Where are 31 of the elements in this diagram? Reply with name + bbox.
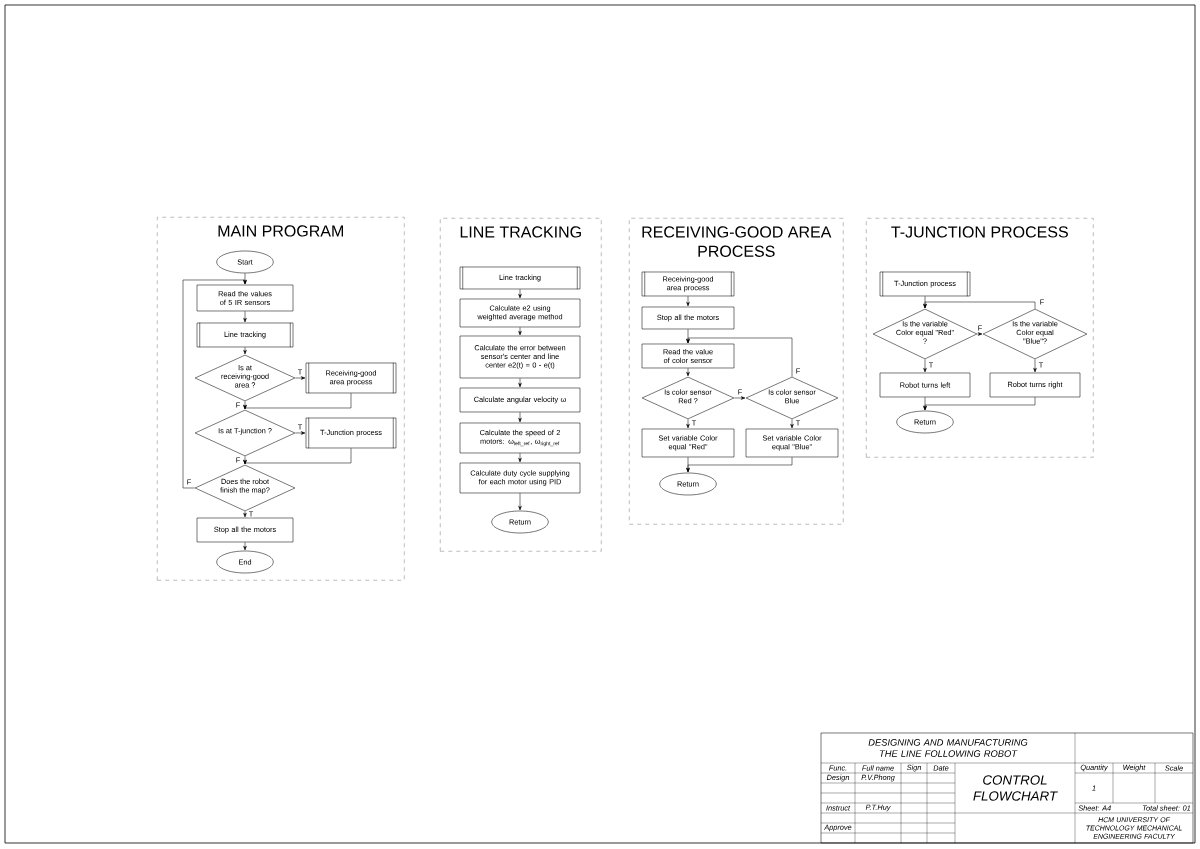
- arrow: [182, 279, 247, 489]
- arrow: [243, 311, 247, 323]
- arrow: [923, 301, 1036, 309]
- arrow: [518, 378, 522, 388]
- arrow: [923, 397, 1036, 411]
- arrow: [923, 359, 927, 373]
- title-block-text: DESIGNING AND MANUFACTURING THE LINE FOLLOWING ROBOT: [868, 739, 1028, 757]
- arrow: [686, 457, 793, 473]
- arrow: [518, 289, 522, 299]
- arrow: [243, 456, 247, 465]
- title-block-text: CONTROL FLOWCHART: [973, 775, 1058, 801]
- arrow: [686, 296, 690, 307]
- arrow: [686, 368, 690, 377]
- arrow: [518, 493, 522, 511]
- arrow: [686, 419, 690, 429]
- arrow: [243, 448, 352, 465]
- arrow: [734, 396, 746, 400]
- arrow: [295, 431, 306, 435]
- arrow: [243, 393, 352, 410]
- arrow: [1033, 359, 1037, 373]
- arrow: [243, 542, 247, 551]
- arrow: [243, 401, 247, 410]
- arrow: [295, 376, 306, 380]
- arrow: [518, 453, 522, 463]
- arrow: [790, 419, 794, 429]
- arrow: [518, 412, 522, 423]
- arrow: [977, 332, 983, 336]
- arrow: [243, 347, 247, 355]
- arrow: [686, 337, 793, 377]
- arrow: [243, 511, 247, 518]
- arrow: [518, 327, 522, 336]
